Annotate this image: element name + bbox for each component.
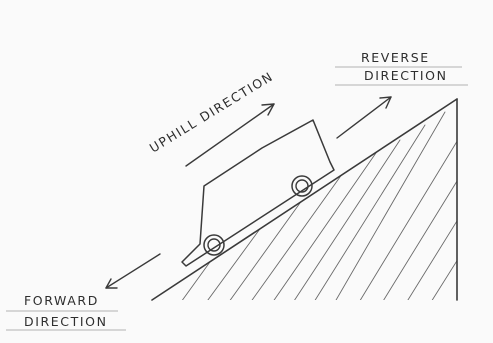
rear-wheel-hub [207,238,221,252]
reverse-label-line1: REVERSE [361,50,430,65]
uphill-direction-label: UPHILL DIRECTION [147,68,276,155]
front-wheel-outer [291,175,313,197]
van [181,119,335,267]
uphill-arrow [185,103,275,167]
reverse-arrow [336,96,392,139]
forward-label-line2: DIRECTION [24,314,108,329]
slope-hatching [152,111,457,300]
slope-line [151,98,458,301]
forward-label-line1: FORWARD [24,293,99,308]
rear-wheel-outer [203,234,225,256]
van-body [181,119,335,267]
reverse-label-line2: DIRECTION [364,68,448,83]
forward-arrow [105,253,161,289]
front-wheel-hub [295,179,309,193]
